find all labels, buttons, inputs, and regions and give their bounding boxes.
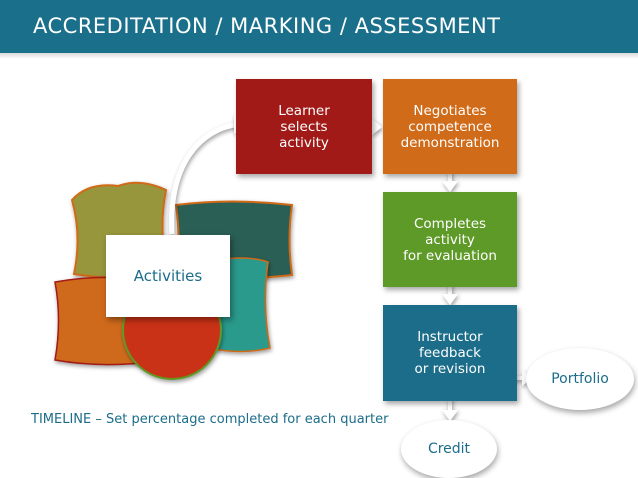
step-label: Negotiates competence demonstration <box>400 102 500 151</box>
step-label: Completes activity for evaluation <box>403 215 497 264</box>
step-label: Learner selects activity <box>278 102 330 151</box>
timeline-note: TIMELINE – Set percentage completed for … <box>31 412 389 427</box>
step-completes-activity: Completes activity for evaluation <box>383 192 517 287</box>
step-negotiates-competence: Negotiates competence demonstration <box>383 79 517 174</box>
step-learner-selects-activity: Learner selects activity <box>236 79 372 174</box>
credit-label: Credit <box>427 441 471 457</box>
activities-label: Activities <box>133 267 203 285</box>
outcome-portfolio: Portfolio <box>526 348 634 410</box>
curved-arrow-icon <box>169 121 241 235</box>
step-label: Instructor feedback or revision <box>414 329 486 377</box>
step-instructor-feedback: Instructor feedback or revision <box>383 305 517 401</box>
activities-card: Activities <box>106 235 230 317</box>
page-title: ACCREDITATION / MARKING / ASSESSMENT <box>33 14 501 38</box>
portfolio-label: Portfolio <box>551 371 609 387</box>
header-bar: ACCREDITATION / MARKING / ASSESSMENT <box>0 0 638 53</box>
header-shadow <box>0 53 638 59</box>
outcome-credit: Credit <box>401 420 497 478</box>
